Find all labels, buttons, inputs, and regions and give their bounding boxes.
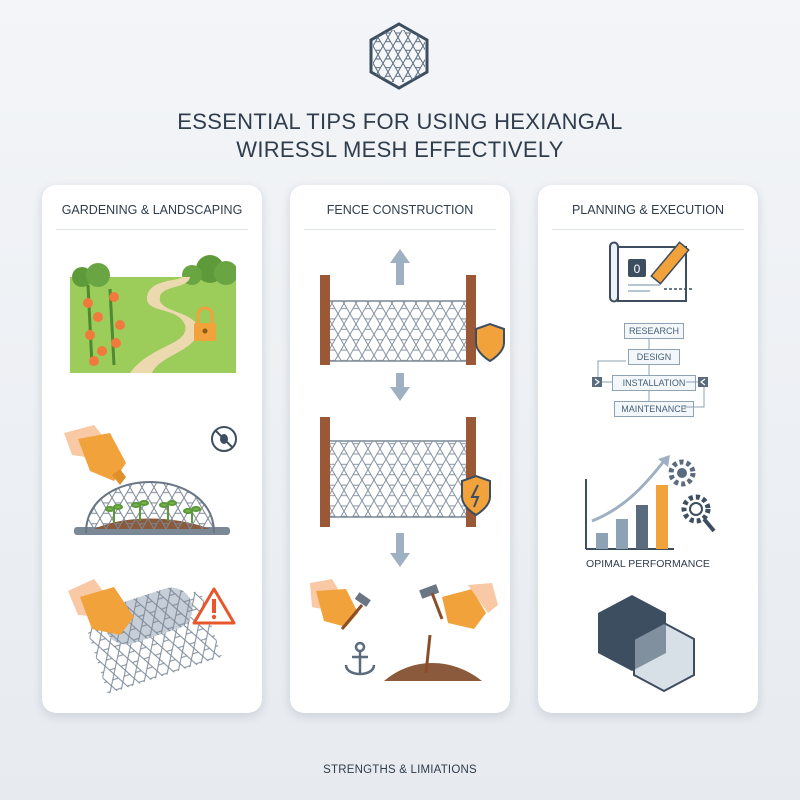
flow-step-research: RESEARCH (624, 323, 684, 339)
dome-cage-seedlings-illustration (64, 425, 237, 535)
gardening-panel: GARDENING & LANDSCAPING (42, 185, 262, 713)
planning-heading: PLANNING & EXECUTION (552, 185, 744, 230)
planning-panel: PLANNING & EXECUTION 0 RESEARCH DESIGN I… (538, 185, 758, 713)
fence-panel: FENCE CONSTRUCTION (290, 185, 510, 713)
fence-heading: FENCE CONSTRUCTION (304, 185, 496, 230)
flow-connectors (592, 339, 708, 408)
blueprint-pencil-icon: 0 (609, 241, 692, 303)
fence-construction-illustration (320, 249, 505, 567)
page-title: ESSENTIAL TIPS FOR USING HEXIANGAL WIRES… (0, 108, 800, 164)
hexagon-mesh-logo-icon (369, 22, 429, 90)
flow-step-maintenance: MAINTENANCE (614, 401, 694, 417)
fastening-tools-illustration (310, 579, 498, 681)
garden-landscape-illustration (70, 255, 236, 373)
title-line-1: ESSENTIAL TIPS FOR USING HEXIANGAL (177, 109, 623, 134)
footer-text: STRENGTHS & LIMIATIONS (323, 764, 477, 776)
overlapping-hexagons-icon (598, 595, 695, 693)
flow-step-installation: INSTALLATION (612, 375, 696, 391)
performance-caption: OPIMAL PERFORMANCE (586, 558, 710, 570)
title-line-2: WIRESSL MESH EFFECTIVELY (236, 137, 564, 162)
gardening-heading: GARDENING & LANDSCAPING (56, 185, 248, 230)
mesh-roll-warning-illustration (68, 579, 236, 694)
svg-text:0: 0 (634, 262, 641, 276)
performance-chart-icon (585, 455, 716, 550)
flow-step-design: DESIGN (628, 349, 680, 365)
